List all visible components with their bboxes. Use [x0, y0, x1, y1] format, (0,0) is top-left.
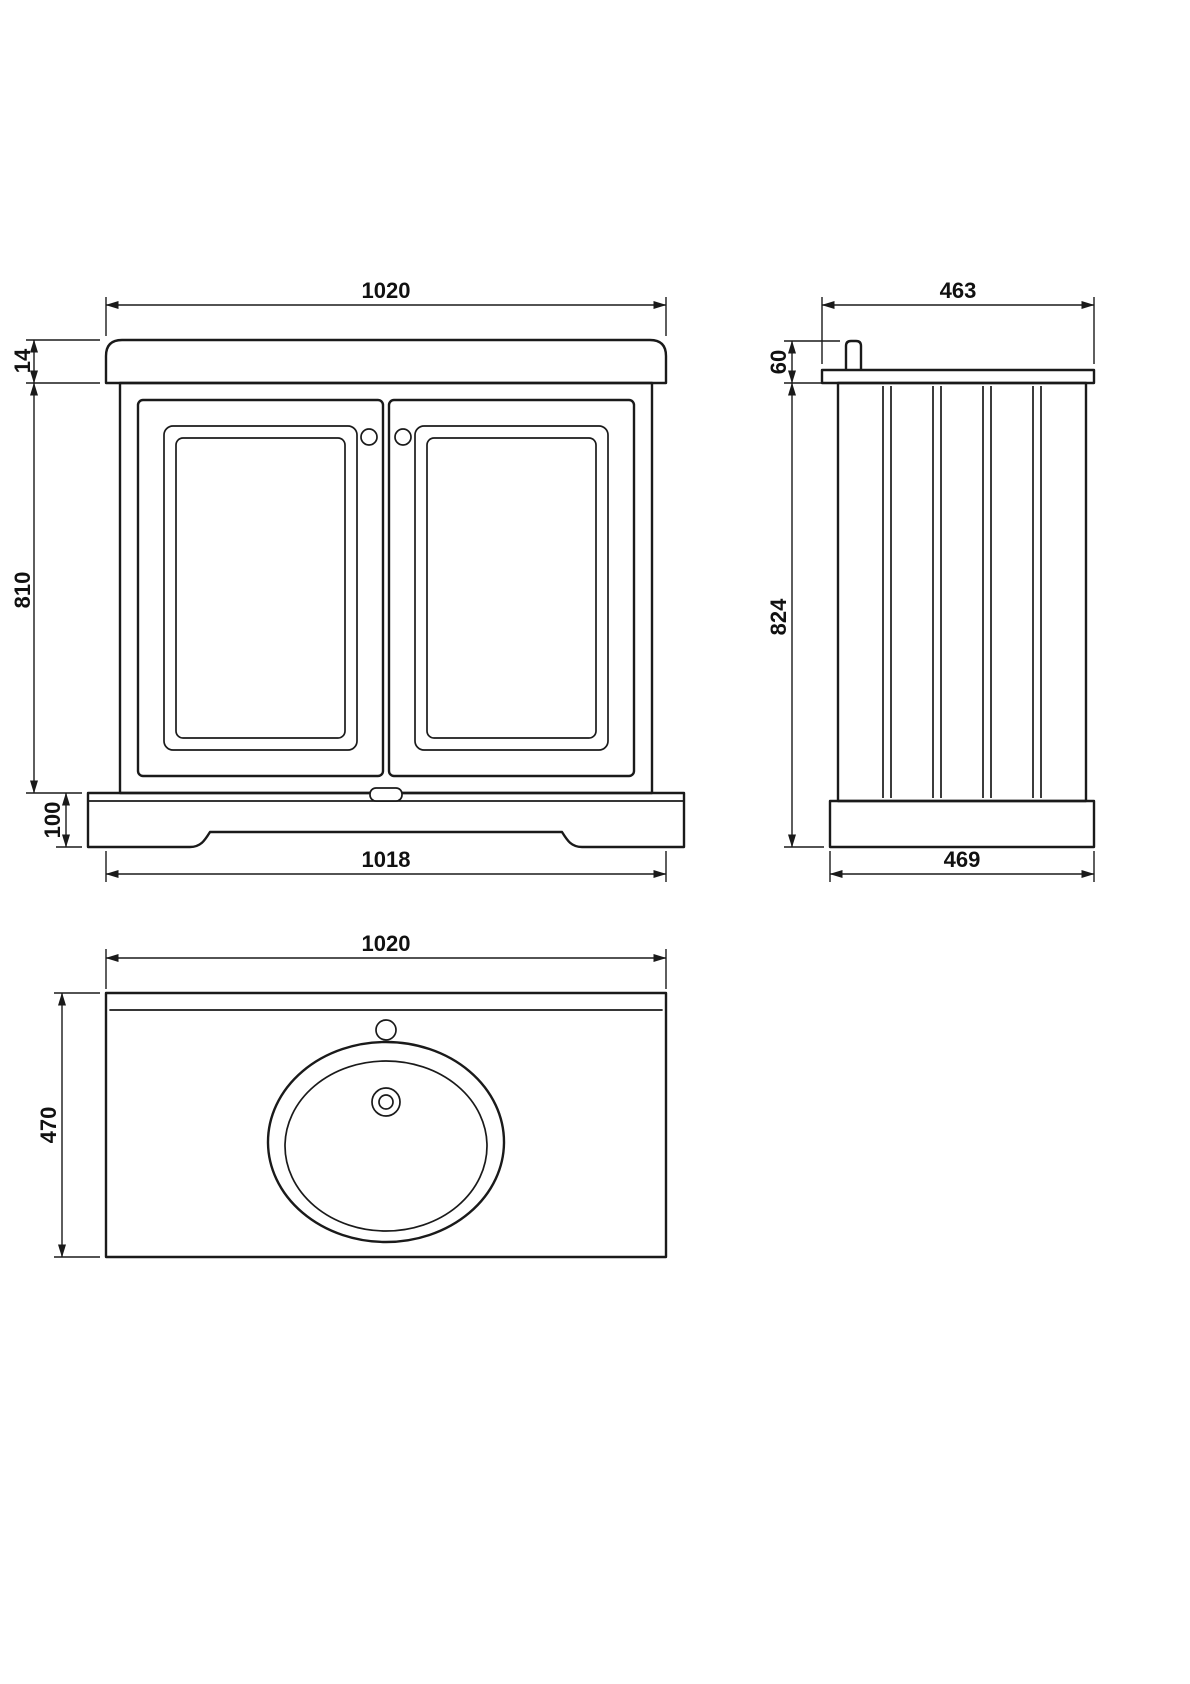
side-panel-grooves: [882, 386, 1042, 798]
dimension-label: 824: [766, 598, 791, 635]
plan-dim-width: 1020: [105, 931, 667, 989]
side-dim-top-depth: 463: [821, 278, 1095, 364]
plan-overflow-inner: [378, 1094, 394, 1110]
dimension-label: 1020: [362, 931, 411, 956]
front-right-door-panel-outer: [414, 425, 609, 751]
front-worktop: [104, 338, 668, 385]
dimension-label: 1018: [362, 847, 411, 872]
front-dim-worktop-thickness: 14: [10, 339, 100, 384]
front-left-door: [136, 398, 385, 778]
front-left-knob: [360, 428, 378, 446]
front-view: [86, 338, 686, 849]
front-right-door: [387, 398, 636, 778]
side-panel: [836, 381, 1088, 803]
front-dim-bottom-width: 1018: [105, 847, 667, 882]
dimension-label: 60: [766, 350, 791, 374]
front-dim-cabinet-height: 810: [10, 382, 82, 794]
plan-view: [104, 991, 668, 1259]
dimension-label: 470: [36, 1107, 61, 1144]
front-left-door-panel-inner: [175, 437, 346, 739]
front-cabinet-body: [118, 381, 654, 795]
plan-overflow-outer: [371, 1087, 401, 1117]
dimension-label: 100: [40, 802, 65, 839]
front-left-door-panel-outer: [163, 425, 358, 751]
side-dim-body-height: 824: [766, 382, 824, 848]
dimension-label: 469: [944, 847, 981, 872]
dimension-label: 1020: [362, 278, 411, 303]
plan-tap-hole: [375, 1019, 397, 1041]
plan-basin-outer: [266, 1040, 506, 1244]
front-center-catch-detail: [369, 787, 403, 802]
side-worktop-slab: [820, 368, 1096, 385]
front-dim-top-width: 1020: [105, 278, 667, 336]
side-dim-upstand-height: 60: [766, 340, 840, 384]
side-view: [820, 339, 1096, 849]
plan-basin-inner: [284, 1060, 488, 1232]
dimension-label: 463: [940, 278, 977, 303]
side-plinth: [828, 799, 1096, 849]
front-dim-plinth-height: 100: [40, 792, 82, 848]
front-right-knob: [394, 428, 412, 446]
front-right-door-panel-inner: [426, 437, 597, 739]
side-upstand: [844, 339, 863, 370]
front-plinth: [86, 791, 686, 849]
plan-worktop-outline: [104, 991, 668, 1259]
dimension-label: 810: [10, 572, 35, 609]
plan-dim-depth: 470: [36, 992, 100, 1258]
dimension-label: 14: [10, 348, 35, 373]
side-dim-bottom-depth: 469: [829, 847, 1095, 882]
